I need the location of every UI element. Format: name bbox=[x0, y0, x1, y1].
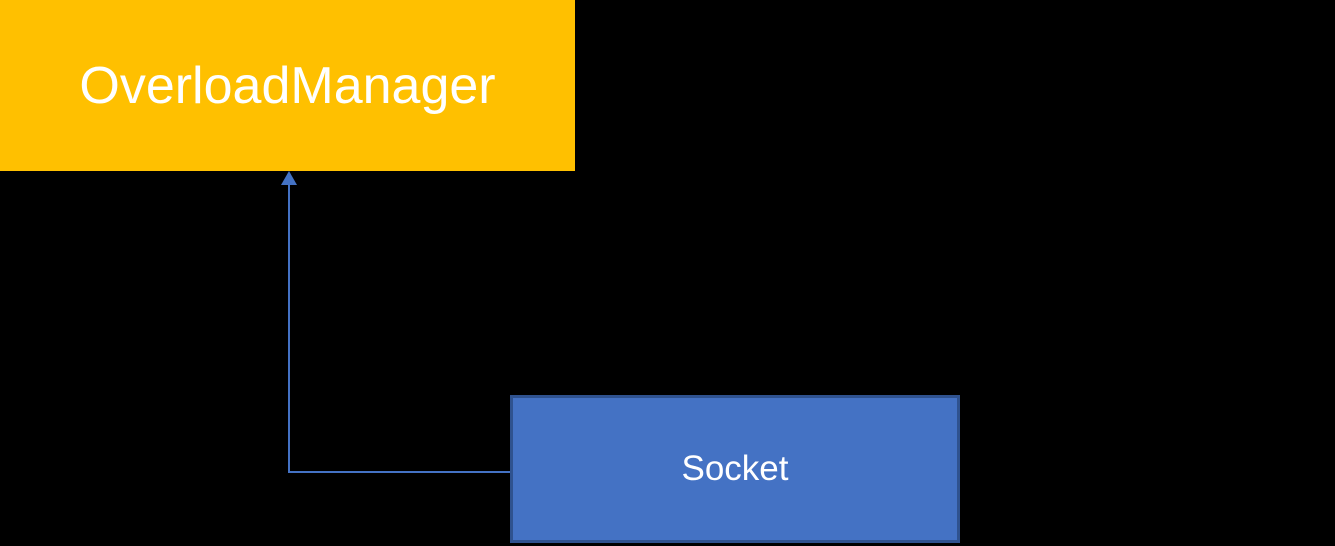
socket-label: Socket bbox=[681, 449, 789, 488]
overload-manager-node[interactable]: OverloadManager bbox=[0, 0, 575, 171]
overload-manager-label: OverloadManager bbox=[79, 56, 496, 115]
connector-arrowhead-up-icon bbox=[281, 171, 297, 185]
connector-horizontal-segment[interactable] bbox=[288, 471, 510, 473]
connector-vertical-segment[interactable] bbox=[288, 185, 290, 473]
socket-node[interactable]: Socket bbox=[510, 395, 960, 543]
